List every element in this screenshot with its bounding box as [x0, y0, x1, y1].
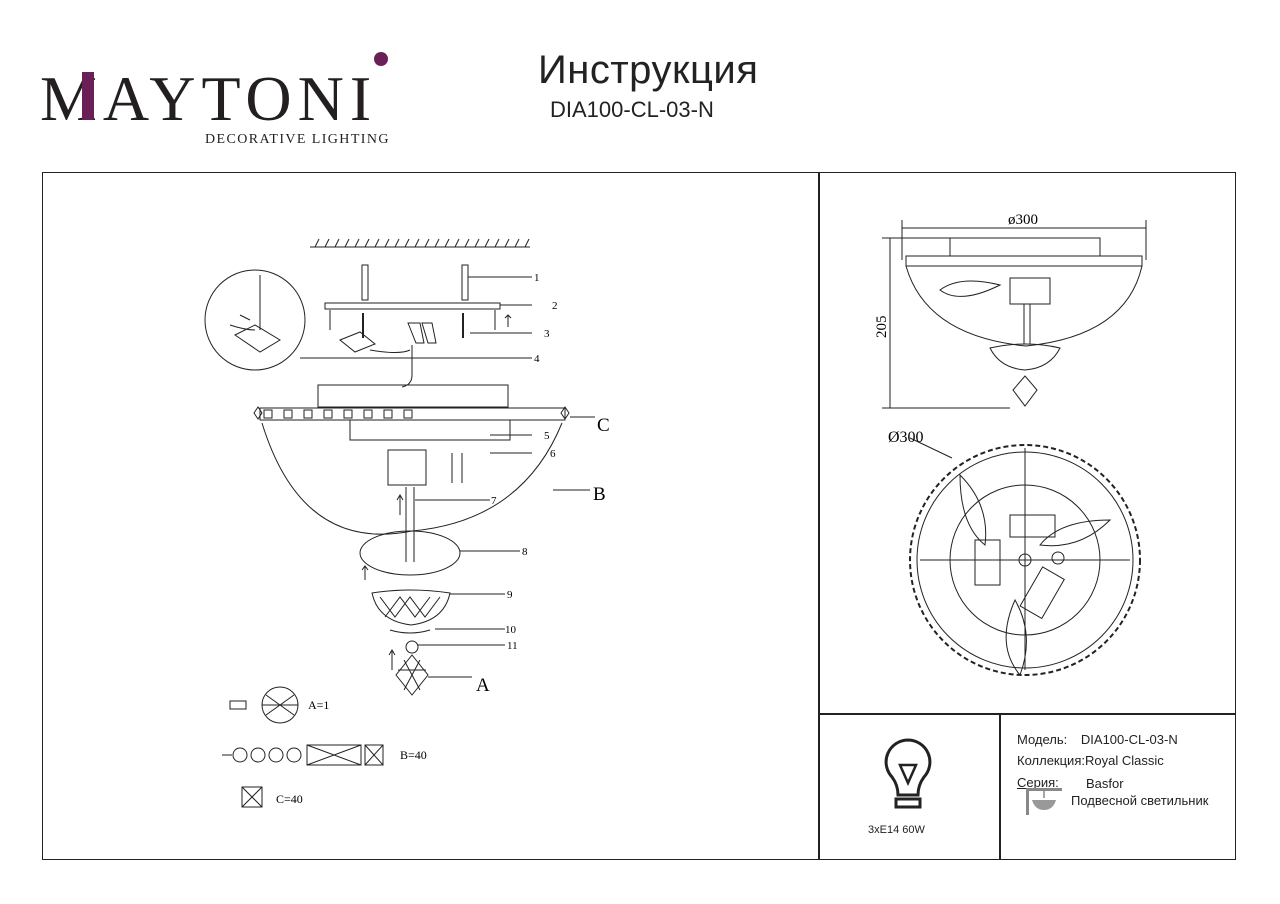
logo-tagline: DECORATIVE LIGHTING [205, 132, 390, 147]
part-label-3: 3 [544, 328, 550, 340]
spec-model-value: DIA100-CL-03-N [1080, 732, 1178, 747]
side-bowl [989, 343, 1061, 371]
wire-connectors [407, 322, 437, 344]
side-chain [905, 265, 1143, 347]
dimension-side-height: 205 [874, 316, 890, 339]
brand-logo: MAYTONI DECORATIVE LIGHTING [40, 50, 400, 150]
part-count-b: B=40 [400, 748, 427, 762]
assembly-drawing [204, 238, 595, 808]
spec-series-label: Серия: [1017, 775, 1059, 790]
side-bulb [939, 280, 1002, 297]
assembly-labels: 1 2 3 4 5 6 7 8 9 10 11 A B C A=1 B=40 C… [276, 272, 610, 806]
part-count-c: C=40 [276, 792, 303, 806]
top-socket-2 [1009, 514, 1056, 538]
part-count-a: A=1 [308, 698, 329, 712]
ceiling-hatch [314, 238, 530, 248]
spec-model: Модель: DIA100-CL-03-N [1017, 732, 1178, 747]
dimension-side-width: ø300 [1008, 212, 1038, 228]
part-label-1: 1 [534, 272, 540, 284]
dimension-top-diameter: Ø300 [888, 429, 924, 446]
part-label-11: 11 [507, 640, 518, 652]
part-letter-a: A [476, 675, 490, 696]
crystal-beads-ring [263, 409, 413, 419]
top-outer-ring [909, 444, 1141, 676]
maytoni-logo: MAYTONI DECORATIVE LIGHTING [40, 52, 390, 147]
part-label-4: 4 [534, 353, 540, 365]
top-socket-1 [974, 539, 1001, 586]
bulb-caption: 3xE14 60W [868, 824, 925, 836]
canopy [317, 384, 509, 408]
top-view-labels: Ø300 [888, 429, 924, 446]
document-title: Инструкция [538, 48, 759, 92]
logo-accent-bar [82, 72, 94, 120]
side-view-labels: ø300 205 [874, 212, 1038, 339]
mounting-bar [324, 302, 501, 310]
frame-divider-horizontal [818, 713, 1236, 715]
top-socket-3 [1019, 566, 1065, 620]
spec-divider [999, 713, 1001, 860]
part-label-8: 8 [522, 546, 528, 558]
part-label-10: 10 [505, 624, 517, 636]
top-view-drawing [909, 437, 1141, 676]
part-label-6: 6 [550, 448, 556, 460]
center-rod [405, 487, 415, 562]
side-view-drawing [882, 220, 1147, 409]
side-crystal [1012, 375, 1038, 407]
logo-dot [374, 52, 388, 66]
wall-plug [361, 264, 469, 301]
document-model-code: DIA100-CL-03-N [550, 97, 714, 122]
crystal-pendant [395, 654, 429, 696]
instruction-frame [42, 172, 1236, 860]
frame-divider-vertical [818, 172, 820, 860]
decorative-disc [359, 530, 461, 576]
wiring-detail-inset [204, 269, 306, 371]
lamp-holder-box [387, 449, 427, 486]
part-label-9: 9 [507, 589, 513, 601]
part-b-sketch [222, 744, 384, 766]
bowl-ring [389, 629, 431, 634]
part-letter-b: B [593, 484, 606, 505]
spec-type: Подвесной светильник [1071, 793, 1209, 808]
part-label-7: 7 [491, 495, 497, 507]
spec-series-value: Basfor [1086, 776, 1124, 791]
spec-collection-label: Коллекция: [1017, 753, 1085, 768]
spec-model-label: Модель: [1017, 732, 1068, 747]
side-crystal-ring [905, 255, 1143, 267]
finial-nut [405, 640, 419, 654]
part-letter-c: C [597, 415, 610, 436]
part-c-sketch [241, 786, 263, 808]
part-label-5: 5 [544, 430, 550, 442]
logo-wordmark: MAYTONI [40, 63, 377, 134]
top-bulbs [959, 473, 1112, 676]
bulb-icon [884, 738, 932, 809]
pendant-lamp-icon [1026, 788, 1062, 815]
part-a-sketch [229, 686, 299, 724]
part-label-2: 2 [552, 300, 558, 312]
terminal-block [339, 331, 376, 353]
spec-collection-value: Royal Classic [1084, 753, 1164, 768]
spec-collection: Коллекция:Royal Classic [1017, 753, 1164, 768]
